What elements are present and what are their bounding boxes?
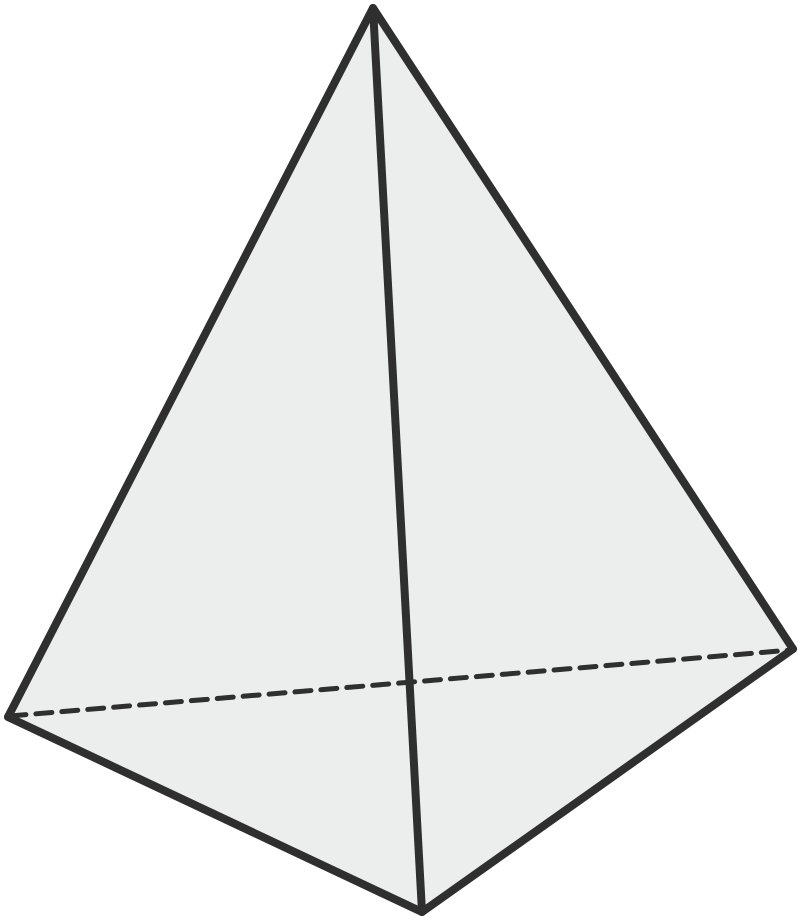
- left-face: [8, 8, 422, 912]
- edge-front-to-right: [418, 645, 797, 916]
- right-face: [373, 8, 793, 912]
- edge-left-to-front: [4, 713, 426, 916]
- edge-apex-to-left: [4, 4, 377, 721]
- edge-apex-to-front: [369, 4, 426, 916]
- edge-apex-to-right: [369, 4, 797, 653]
- hidden-edge-left-to-right: [7, 647, 794, 719]
